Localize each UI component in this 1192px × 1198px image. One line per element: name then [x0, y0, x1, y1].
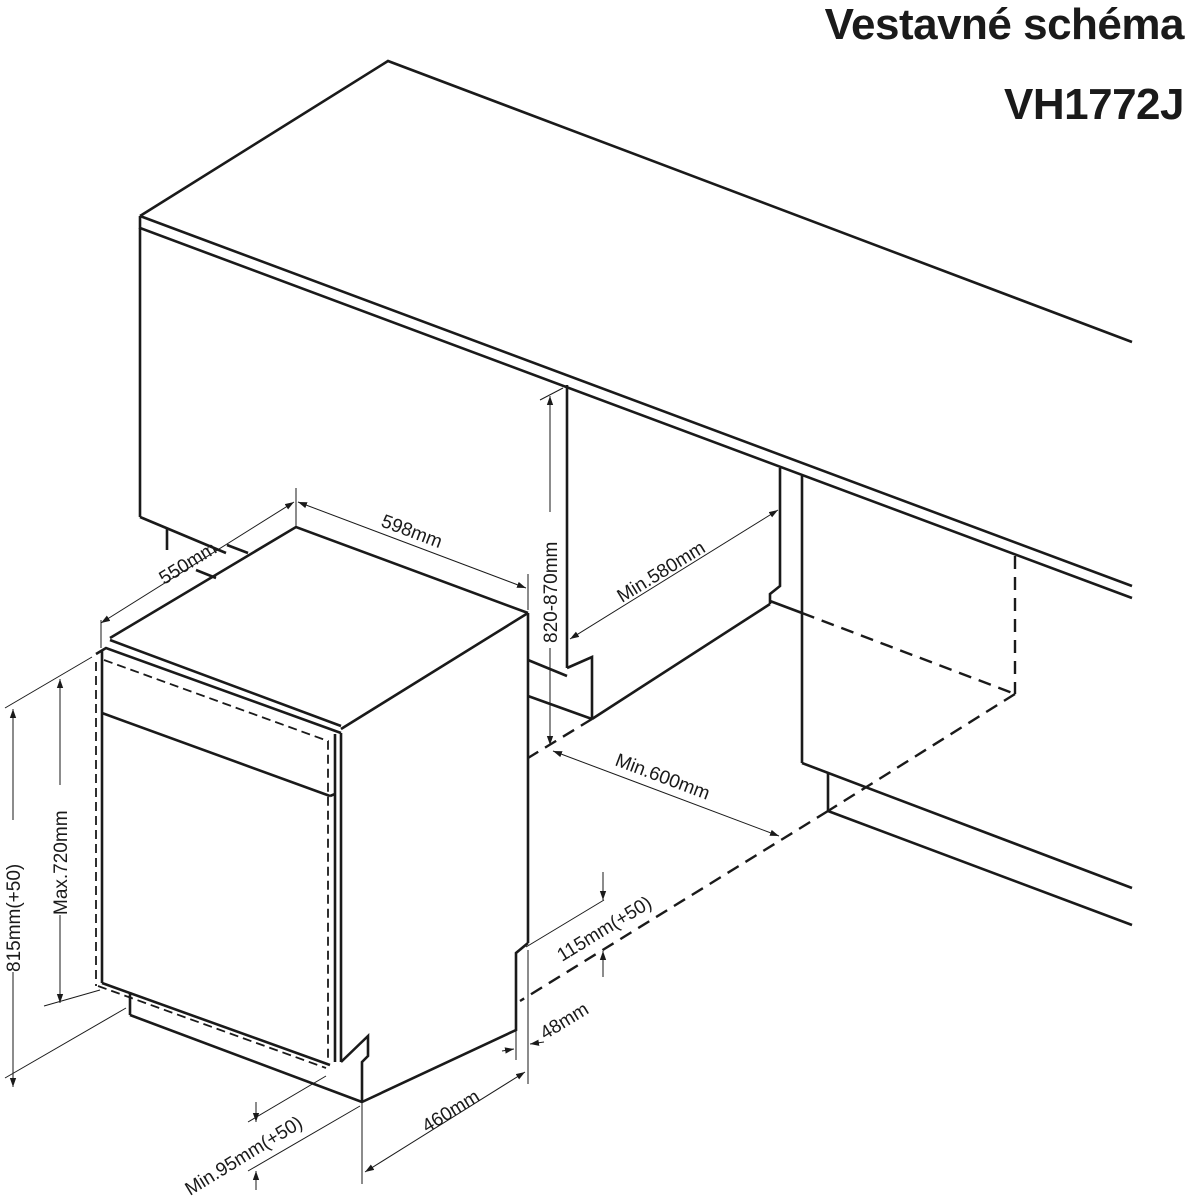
label-815mm: 815mm(+50) — [4, 864, 25, 972]
label-min600mm: Min.600mm — [612, 750, 712, 805]
dim-460: 460mm — [361, 1040, 529, 1184]
label-48mm: 48mm — [537, 999, 593, 1044]
dim-min95: Min.95mm(+50) — [182, 1075, 361, 1198]
dim-815: 815mm(+50) — [4, 656, 127, 1087]
model-number: VH1772J — [1004, 80, 1184, 129]
label-820-870mm: 820-870mm — [541, 542, 562, 643]
title-block: Vestavné schéma VH1772J — [824, 0, 1185, 130]
right-cabinet — [769, 476, 1133, 927]
dim-min600: Min.600mm — [552, 750, 780, 837]
dim-820-870: 820-870mm — [539, 387, 564, 745]
dim-598: 598mm — [297, 501, 529, 610]
label-min580mm: Min.580mm — [614, 537, 710, 607]
niche-left-wall — [527, 385, 782, 721]
niche-outline — [519, 556, 1017, 1003]
label-460mm: 460mm — [419, 1086, 484, 1137]
diagram-title: Vestavné schéma — [824, 0, 1185, 49]
label-115mm: 115mm(+50) — [554, 893, 656, 967]
countertop — [138, 59, 1133, 600]
label-max720mm: Max.720mm — [51, 810, 72, 915]
label-min95mm: Min.95mm(+50) — [182, 1113, 307, 1198]
label-550mm: 550mm — [156, 538, 221, 589]
dishwasher — [95, 525, 530, 1104]
label-598mm: 598mm — [378, 511, 445, 553]
dim-550: 550mm — [100, 488, 297, 648]
dim-115: 115mm(+50) — [525, 872, 656, 977]
left-cabinet — [138, 228, 249, 580]
dim-max720: Max.720mm — [43, 679, 101, 1007]
